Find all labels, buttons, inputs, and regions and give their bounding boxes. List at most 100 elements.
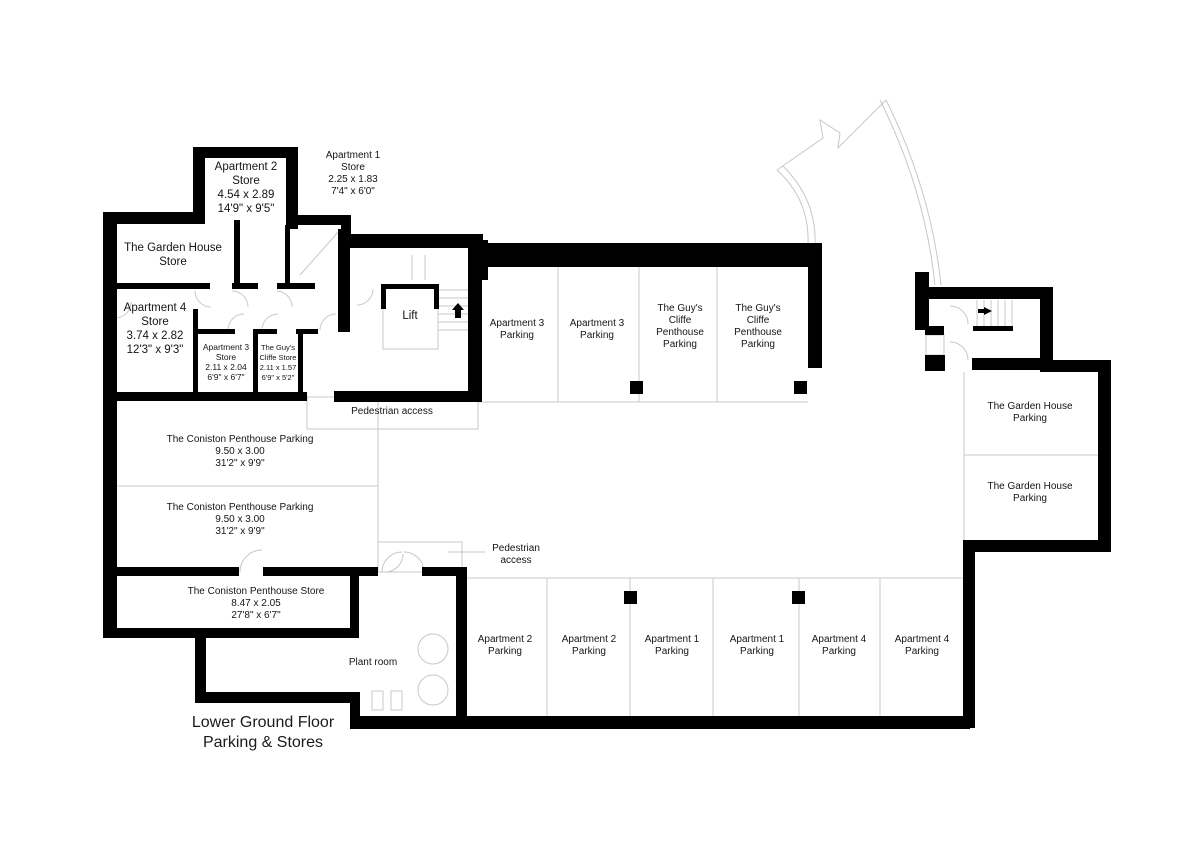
- room-name: Pedestrian: [492, 543, 540, 554]
- bay-owner: The Garden House: [987, 481, 1073, 492]
- parking-bay-top-4: The Guy's Cliffe Penthouse Parking: [734, 303, 782, 351]
- parking-bay-bottom-5: Apartment 4 Parking: [812, 634, 866, 658]
- bay-type: Parking: [1013, 413, 1047, 424]
- bay-owner: Apartment 2: [477, 634, 533, 645]
- room-size-metric: 2.11 x 2.04: [205, 362, 247, 372]
- door-swing: [194, 290, 212, 308]
- parking-bay-bottom-1: Apartment 2 Parking: [478, 634, 532, 658]
- door-swing: [227, 313, 245, 331]
- bay-owner: The Guy's: [735, 303, 781, 314]
- door-swing: [239, 549, 263, 573]
- door-swing: [384, 553, 404, 573]
- door-swing: [949, 305, 969, 325]
- bay-type: Parking: [740, 646, 774, 657]
- plant-unit: [371, 690, 384, 711]
- room-label-apartment-1-store: Apartment 1 Store 2.25 x 1.83 7'4" x 6'0…: [326, 150, 380, 198]
- room-size-metric: 3.74 x 2.82: [126, 330, 184, 342]
- bay-type: Parking: [655, 646, 689, 657]
- room-name: Store: [341, 162, 365, 173]
- parking-bay-top-3: The Guy's Cliffe Penthouse Parking: [656, 303, 704, 351]
- plant-tank: [417, 633, 449, 665]
- room-size-metric: 2.11 x 1.57: [259, 363, 297, 372]
- bay-owner: Apartment 2: [561, 634, 617, 645]
- room-label-coniston-parking-2: The Coniston Penthouse Parking 9.50 x 3.…: [167, 502, 314, 538]
- room-size-imperial: 6'9" x 6'7": [207, 372, 245, 382]
- door-swing: [319, 313, 337, 331]
- pedestrian-door-frame: [377, 541, 463, 573]
- parking-bay-right-1: The Garden House Parking: [987, 401, 1072, 425]
- room-name: Store: [232, 175, 260, 187]
- bay-owner: Apartment 3: [489, 318, 545, 329]
- plan-title: Lower Ground Floor Parking & Stores: [192, 713, 334, 753]
- room-name: Pedestrian access: [351, 406, 433, 417]
- parking-bay-bottom-4: Apartment 1 Parking: [730, 634, 784, 658]
- room-size-metric: 9.50 x 3.00: [215, 446, 265, 457]
- ramp-curve-outer-2: [782, 165, 816, 246]
- diagonal-line: [299, 229, 341, 276]
- bay-owner: Apartment 4: [894, 634, 950, 645]
- bay-type: Parking: [741, 339, 775, 350]
- bay-owner: Cliffe: [746, 315, 770, 326]
- room-name: The Garden House: [124, 242, 222, 254]
- stairs: [411, 255, 468, 331]
- bay-owner: Cliffe: [668, 315, 692, 326]
- door-swing: [403, 551, 425, 573]
- door-swing: [114, 301, 132, 319]
- room-name: Apartment 4: [123, 302, 187, 314]
- parking-bay-top-2: Apartment 3 Parking: [570, 318, 624, 342]
- room-name: Store: [215, 352, 237, 362]
- room-name: The Guy's: [261, 343, 295, 352]
- room-label-coniston-parking-1: The Coniston Penthouse Parking 9.50 x 3.…: [167, 434, 314, 470]
- room-size-metric: 8.47 x 2.05: [231, 598, 281, 609]
- bay-owner: Apartment 1: [644, 634, 700, 645]
- room-name: Apartment 2: [214, 161, 278, 173]
- bay-type: Parking: [572, 646, 606, 657]
- bay-type: Parking: [905, 646, 939, 657]
- door-swing: [356, 288, 374, 306]
- stairs-right: [976, 300, 1013, 328]
- bay-type: Parking: [663, 339, 697, 350]
- room-size-metric: 4.54 x 2.89: [217, 189, 275, 201]
- room-name: Plant room: [348, 657, 398, 668]
- room-name: Store: [159, 256, 187, 268]
- thin-lines: [114, 99, 1098, 718]
- room-size-imperial: 12'3" x 9'3": [126, 344, 184, 356]
- bay-type: Parking: [580, 330, 614, 341]
- parking-bay-bottom-2: Apartment 2 Parking: [562, 634, 616, 658]
- door-swing: [261, 313, 279, 331]
- door-swing: [231, 290, 249, 308]
- door-swing: [949, 341, 969, 361]
- bay-type: Parking: [500, 330, 534, 341]
- room-label-apartment-2-store: Apartment 2 Store 4.54 x 2.89 14'9" x 9'…: [215, 160, 278, 216]
- plan-title-line-1: Lower Ground Floor: [191, 714, 335, 731]
- bay-owner: Apartment 1: [729, 634, 785, 645]
- room-name: Apartment 1: [325, 150, 381, 161]
- room-label-garden-house-store: The Garden House Store: [124, 241, 222, 269]
- ramp-curve-inner-2: [885, 99, 942, 286]
- room-name: The Coniston Penthouse Parking: [166, 434, 314, 445]
- parking-bay-bottom-6: Apartment 4 Parking: [895, 634, 949, 658]
- bay-type: Parking: [1013, 493, 1047, 504]
- parking-bay-top-1: Apartment 3 Parking: [490, 318, 544, 342]
- bay-owner: Apartment 3: [569, 318, 625, 329]
- bay-owner: The Garden House: [987, 401, 1073, 412]
- ramp-break-line: [776, 99, 887, 171]
- room-size-imperial: 14'9" x 9'5": [217, 203, 275, 215]
- room-label-coniston-store: The Coniston Penthouse Store 8.47 x 2.05…: [188, 586, 325, 622]
- room-label-pedestrian-access-top: Pedestrian access: [351, 406, 433, 418]
- bay-type: Parking: [822, 646, 856, 657]
- plan-title-line-2: Parking & Stores: [202, 734, 324, 751]
- plant-unit: [390, 690, 403, 711]
- room-name: access: [500, 555, 532, 566]
- door-swing: [276, 290, 293, 308]
- bay-owner: The Guy's: [657, 303, 703, 314]
- room-name: The Coniston Penthouse Store: [187, 586, 325, 597]
- parking-bay-bottom-3: Apartment 1 Parking: [645, 634, 699, 658]
- room-label-apartment-4-store: Apartment 4 Store 3.74 x 2.82 12'3" x 9'…: [124, 301, 187, 357]
- room-name: Lift: [402, 310, 418, 322]
- room-name: Apartment 3: [202, 342, 250, 352]
- room-size-imperial: 7'4" x 6'0": [331, 186, 375, 197]
- door-swing: [381, 551, 403, 573]
- walls: [103, 147, 1111, 729]
